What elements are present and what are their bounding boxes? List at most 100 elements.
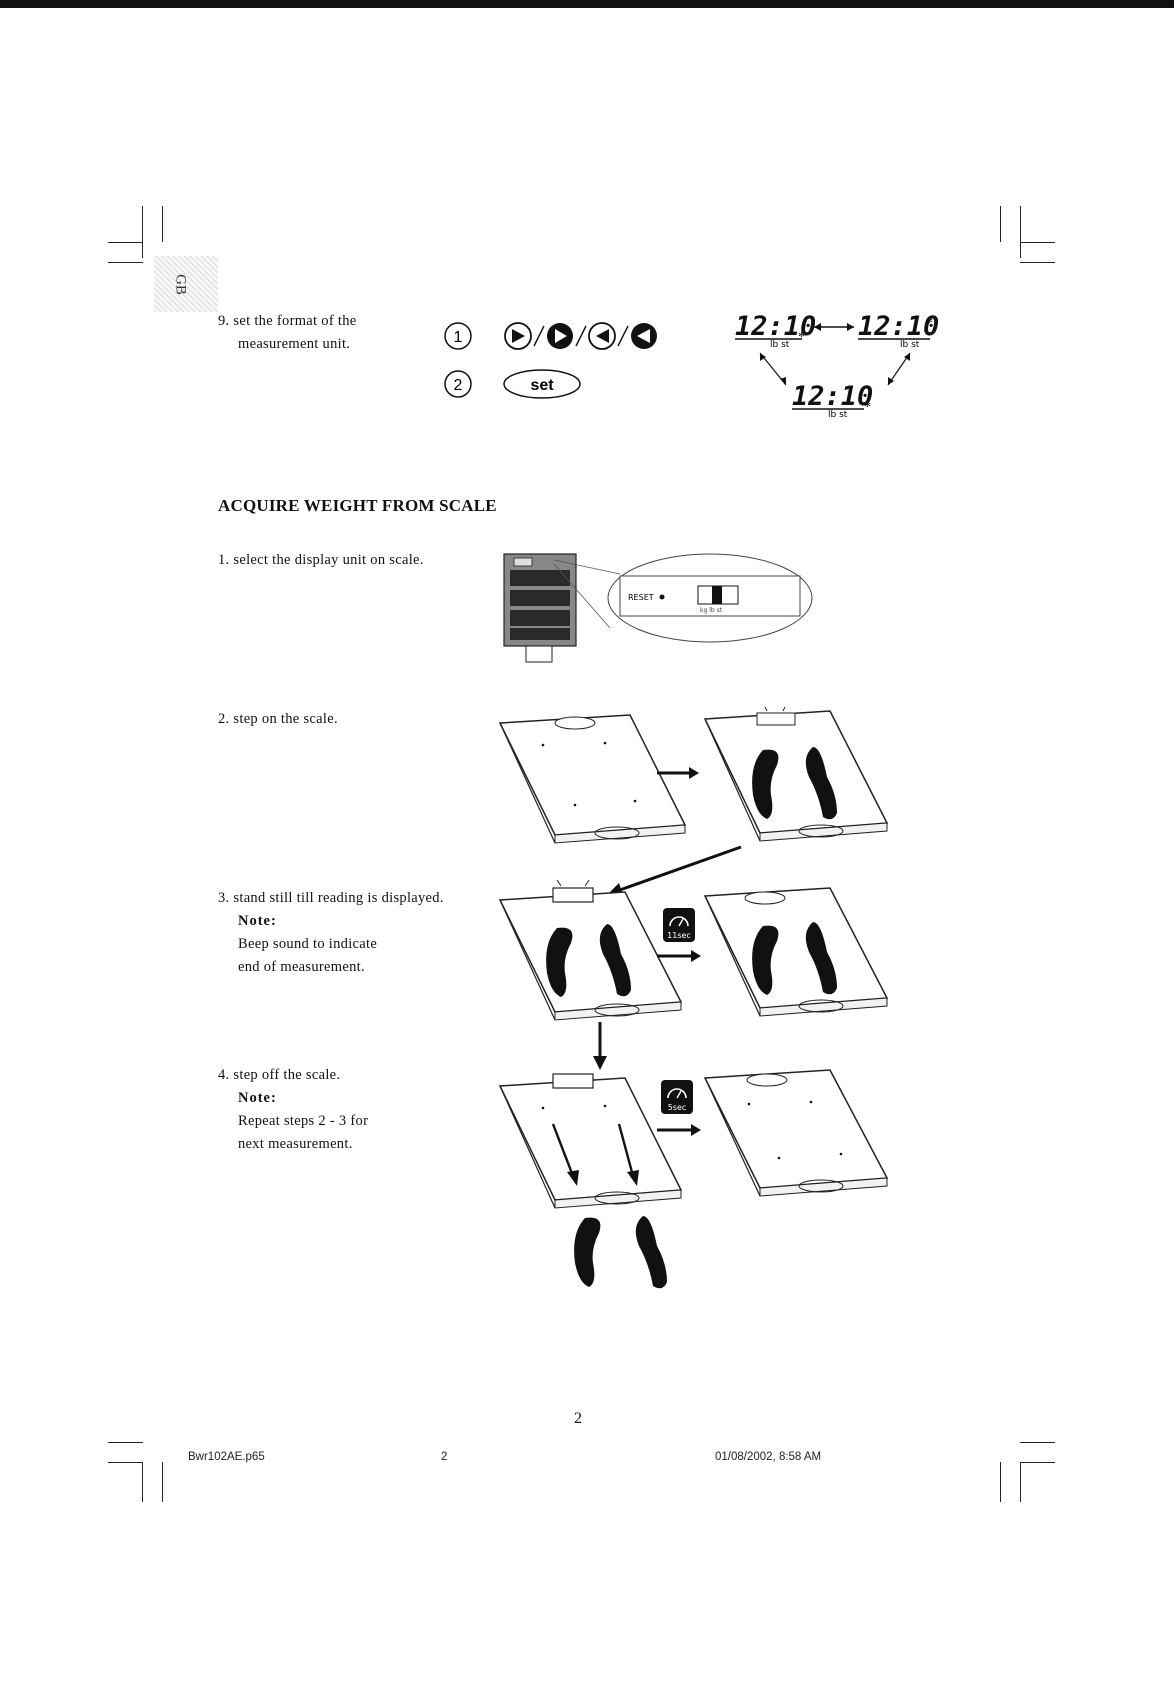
scale-unit-switch-illustration: RESET kg lb st <box>503 553 813 663</box>
scale-with-feet <box>703 706 889 842</box>
set-button-icon: set <box>503 369 581 399</box>
crop-mark <box>142 1462 143 1502</box>
lcd-display-3: 12:10 lb st * <box>792 381 873 420</box>
crop-mark <box>1020 1462 1021 1502</box>
left-foot-icon <box>546 927 573 997</box>
crop-mark <box>1020 242 1055 243</box>
lcd-display-1: 12:10 lb st * <box>735 311 816 350</box>
crop-mark <box>1020 1462 1055 1463</box>
crop-mark <box>162 206 163 242</box>
step2-number: 2. <box>218 711 230 727</box>
slider-knob <box>712 586 722 604</box>
step9-text: 9. set the format of the measurement uni… <box>218 310 357 356</box>
step9-number: 9. <box>218 313 230 329</box>
language-tab-label: GB <box>172 274 189 295</box>
circle-number-2: 2 <box>444 370 472 398</box>
svg-text:12:10: 12:10 <box>792 381 873 412</box>
right-foot-icon <box>599 924 631 997</box>
scale-with-feet-reading <box>498 879 683 1021</box>
diagonal-arrow-icon <box>887 352 911 386</box>
svg-text:lb st: lb st <box>828 410 848 420</box>
svg-text:set: set <box>530 377 554 394</box>
right-foot-icon <box>635 1216 667 1289</box>
timer-icon: 11sec <box>663 908 695 942</box>
step3-note-label: Note: <box>238 913 277 929</box>
step-on-illustration <box>498 706 889 895</box>
lcd-format-cycle: 12:10 lb st * 12:10 lb st * 12:10 lb st … <box>735 311 939 420</box>
slash <box>533 325 545 347</box>
svg-text:2: 2 <box>454 377 463 394</box>
right-foot-icon <box>805 922 837 995</box>
lcd-display-2: 12:10 lb st * <box>858 311 939 350</box>
right-outline-button-icon <box>504 322 532 350</box>
step9-line1: set the format of the <box>233 313 357 329</box>
step4-note-label: Note: <box>238 1090 277 1106</box>
right-foot-icon <box>805 747 837 820</box>
crop-mark <box>1020 1442 1055 1443</box>
crop-mark <box>1020 206 1021 258</box>
step4-note-line1: Repeat steps 2 - 3 for <box>238 1113 369 1129</box>
step4-text: 4. step off the scale. Note: Repeat step… <box>218 1064 368 1156</box>
stand-still-illustration: 11sec <box>498 879 889 1021</box>
right-arrow-icon <box>657 767 699 779</box>
step3-note-line1: Beep sound to indicate <box>238 936 378 952</box>
right-arrow-icon <box>657 1124 701 1136</box>
slash <box>575 325 587 347</box>
empty-scale-final <box>703 1069 889 1197</box>
callout-line <box>553 563 611 629</box>
crop-mark <box>162 1462 163 1502</box>
step1-number: 1. <box>218 552 230 568</box>
right-arrow-icon <box>657 950 701 962</box>
footer-filename: Bwr102AE.p65 <box>188 1451 265 1463</box>
scale-step-off <box>498 1073 683 1209</box>
double-arrow-icon <box>814 323 854 331</box>
sun-icon: * <box>798 330 805 345</box>
svg-text:5sec: 5sec <box>668 1103 687 1112</box>
diagonal-arrow-icon <box>759 352 787 386</box>
footer-page: 2 <box>441 1451 448 1463</box>
step3-label: stand still till reading is displayed. <box>233 890 444 906</box>
sun-icon: * <box>864 400 871 415</box>
step-off-illustration: 5sec <box>498 1069 889 1289</box>
step3-text: 3. stand still till reading is displayed… <box>218 887 444 979</box>
left-foot-icon <box>752 925 779 995</box>
section-title: ACQUIRE WEIGHT FROM SCALE <box>218 496 497 515</box>
top-border <box>0 0 1174 8</box>
step2-label: step on the scale. <box>233 711 338 727</box>
svg-text:11sec: 11sec <box>667 931 691 940</box>
left-foot-icon <box>574 1217 601 1287</box>
step2-text: 2. step on the scale. <box>218 708 338 731</box>
crop-mark <box>108 1442 143 1443</box>
crop-mark <box>1000 1462 1001 1502</box>
down-arrow-icon <box>593 1022 607 1070</box>
step4-number: 4. <box>218 1067 230 1083</box>
slash <box>617 325 629 347</box>
circle-number-1: 1 <box>444 322 472 350</box>
callout-line <box>553 559 621 575</box>
scale-with-feet-done <box>703 887 889 1017</box>
feet-off-scale-icon <box>574 1216 667 1289</box>
left-filled-button-icon <box>631 323 657 349</box>
language-tab <box>154 256 218 312</box>
timer-icon: 5sec <box>661 1080 693 1114</box>
svg-text:lb st: lb st <box>900 340 920 350</box>
battery-compartment <box>503 553 577 663</box>
crop-mark <box>1020 262 1055 263</box>
svg-text:12:10: 12:10 <box>858 311 939 342</box>
sun-icon: * <box>926 316 933 331</box>
footer-datetime: 01/08/2002, 8:58 AM <box>715 1451 822 1463</box>
svg-text:1: 1 <box>454 329 463 346</box>
crop-mark <box>108 242 143 243</box>
svg-text:12:10: 12:10 <box>735 311 816 342</box>
step4-note-line2: next measurement. <box>238 1136 353 1152</box>
crop-mark <box>142 206 143 258</box>
step9-line2: measurement unit. <box>238 336 351 352</box>
step9-button-sequence: 1 2 set <box>444 322 657 399</box>
right-filled-button-icon <box>547 323 573 349</box>
left-foot-icon <box>752 749 779 819</box>
svg-text:lb st: lb st <box>770 340 790 350</box>
step1-label: select the display unit on scale. <box>233 552 424 568</box>
step3-note-line2: end of measurement. <box>238 959 365 975</box>
svg-text:RESET: RESET <box>628 593 654 602</box>
crop-mark <box>108 262 143 263</box>
